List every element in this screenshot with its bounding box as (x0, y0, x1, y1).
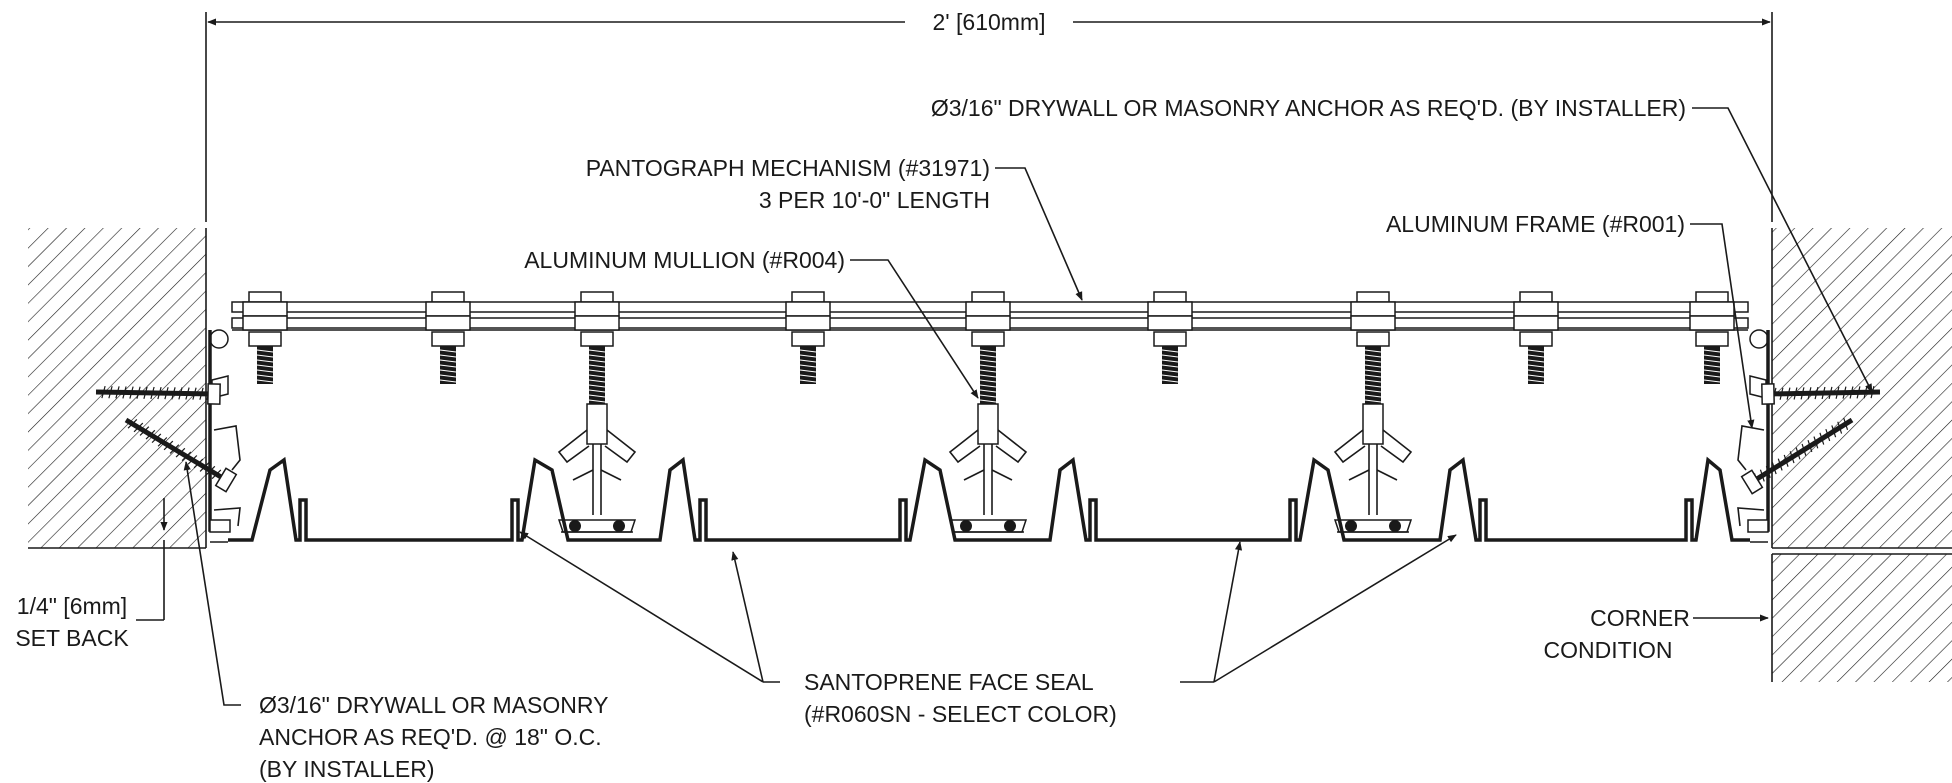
bolt-assembly (1147, 291, 1193, 384)
mullion-label: ALUMINUM MULLION (#R004) (524, 247, 845, 273)
bolt-assembly (425, 291, 471, 384)
bolt-assembly (1513, 291, 1559, 384)
right-wall-substrate (1771, 228, 1952, 549)
overall-dimension: 2' [610mm] (205, 9, 1773, 222)
anchor-screws (95, 383, 1881, 495)
aluminum-mullions (557, 403, 1413, 533)
setback-label-line2: SET BACK (15, 625, 129, 651)
face-seal-label-line1: SANTOPRENE FACE SEAL (804, 669, 1094, 695)
overall-dimension-label: 2' [610mm] (932, 9, 1045, 35)
pantograph-label-line2: 3 PER 10'-0" LENGTH (759, 187, 990, 213)
bolt-assembly (785, 291, 831, 384)
callout-labels: Ø3/16" DRYWALL OR MASONRY ANCHOR AS REQ'… (15, 95, 1690, 782)
frame-label: ALUMINUM FRAME (#R001) (1386, 211, 1685, 237)
pantograph-label-line1: PANTOGRAPH MECHANISM (#31971) (586, 155, 990, 181)
anchor-left-label-line3: (BY INSTALLER) (259, 756, 435, 782)
mullion (1333, 403, 1413, 533)
anchor-screw (1761, 383, 1881, 405)
anchor-right-label: Ø3/16" DRYWALL OR MASONRY ANCHOR AS REQ'… (931, 95, 1686, 121)
mullion (948, 403, 1028, 533)
left-wall-substrate (28, 228, 207, 549)
mullion (557, 403, 637, 533)
anchor-left-label-line1: Ø3/16" DRYWALL OR MASONRY (259, 692, 608, 718)
anchor-screw (95, 383, 221, 405)
bolt-assembly (242, 291, 288, 384)
corner-wall-substrate (1771, 553, 1952, 682)
santoprene-face-seal (210, 456, 1768, 543)
leader-lines (136, 107, 1873, 706)
corner-label-line2: CONDITION (1543, 637, 1672, 663)
aluminum-frame-left (208, 330, 241, 533)
setback-label-line1: 1/4" [6mm] (17, 593, 127, 619)
anchor-screw (124, 417, 238, 493)
anchor-left-label-line2: ANCHOR AS REQ'D. @ 18" O.C. (259, 724, 602, 750)
anchor-screw (1740, 417, 1854, 495)
bolt-assembly (1689, 291, 1735, 384)
corner-label-line1: CORNER (1590, 605, 1690, 631)
face-seal-label-line2: (#R060SN - SELECT COLOR) (804, 701, 1117, 727)
